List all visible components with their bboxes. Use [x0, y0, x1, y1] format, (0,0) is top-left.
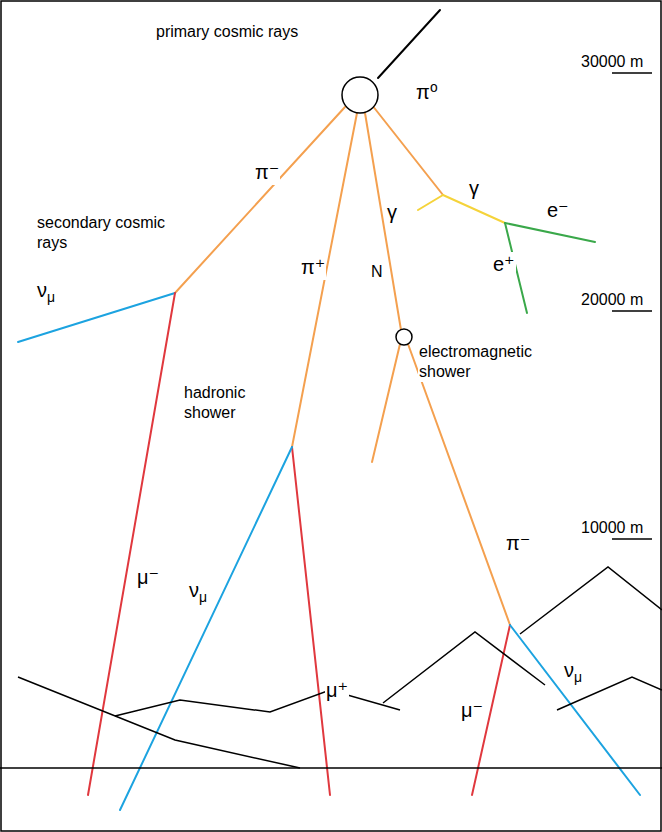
altitude-mark: 10000 m: [580, 518, 644, 538]
subscript: μ: [574, 669, 582, 685]
region-label: hadronic shower: [183, 383, 269, 423]
particle-label: νμ: [563, 658, 583, 687]
particle-label: π⁰: [415, 80, 439, 105]
altitude-mark: 30000 m: [580, 52, 644, 72]
particle-label: e⁻: [546, 198, 570, 223]
particle-label: γ: [386, 200, 398, 225]
subscript: μ: [199, 589, 207, 605]
subscript: μ: [47, 289, 55, 305]
region-label: secondary cosmic rays: [36, 213, 178, 253]
altitude-mark: 20000 m: [580, 290, 644, 310]
particle-label: N: [370, 262, 384, 282]
particle-label: νμ: [36, 278, 56, 307]
particle-label: π⁻: [254, 160, 280, 185]
title-label: primary cosmic rays: [155, 22, 299, 42]
particle-label: μ⁻: [136, 565, 160, 590]
particle-label: π⁺: [300, 255, 326, 280]
particle-label: μ⁺: [325, 678, 349, 703]
particle-label: e⁺: [492, 252, 516, 277]
region-label: electromagnetic shower: [418, 342, 542, 382]
particle-label: νμ: [188, 578, 208, 607]
particle-label: π⁻: [505, 531, 531, 556]
particle-label: μ⁻: [460, 698, 484, 723]
particle-label: γ: [468, 176, 480, 201]
